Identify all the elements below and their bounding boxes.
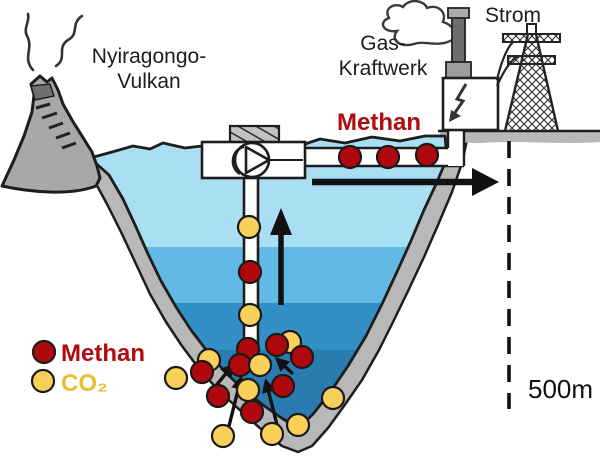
- pump-impeller-tail: [231, 145, 245, 176]
- methan-bubble: [270, 373, 296, 399]
- diagram-labels: Nyiragongo- Vulkan Gas- Kraftwerk Strom …: [92, 4, 541, 136]
- plant-label-line1: Gas-: [360, 32, 406, 55]
- gas-power-plant: [381, 0, 500, 132]
- legend-co2-dot: [30, 368, 56, 394]
- volcano-smoke-icon: [24, 12, 84, 72]
- plant-chimney-base: [445, 61, 472, 79]
- methan-bubble: [205, 383, 231, 409]
- power-wires: [495, 41, 519, 87]
- co2-bubble: [236, 214, 262, 240]
- methan-bubble: [414, 142, 440, 168]
- pylon-arm-lower: [507, 55, 556, 65]
- shore-ground: [440, 131, 600, 144]
- pylon-lattice: [505, 34, 558, 131]
- methan-flow-label: Methan: [337, 109, 421, 136]
- plant-chimney-cap: [447, 7, 470, 19]
- methan-bubble: [237, 259, 263, 285]
- flow-arrows: [212, 168, 499, 427]
- volcano-crater: [30, 83, 55, 101]
- strom-label: Strom: [485, 4, 541, 27]
- lightning-bolt-icon: [449, 83, 468, 122]
- gas-bubbles: [163, 142, 440, 449]
- pump-impeller-blade: [244, 145, 271, 175]
- methan-bubble: [189, 359, 215, 385]
- pump: [200, 124, 307, 180]
- power-pylon: [495, 23, 561, 132]
- plant-label-line2: Kraftwerk: [339, 57, 428, 80]
- volcano-hatch: [35, 102, 77, 150]
- plant-chimney: [451, 13, 466, 67]
- co2-bubble: [247, 352, 273, 378]
- depth-label: 500m: [528, 374, 593, 404]
- pump-mount: [228, 124, 281, 145]
- volcano-label-line1: Nyiragongo-: [92, 45, 206, 68]
- pylon-arm-upper: [502, 33, 561, 43]
- methan-bubble: [375, 144, 401, 170]
- depth-marker: 500m: [507, 141, 593, 409]
- plant-smoke-icon: [381, 0, 456, 47]
- co2-bubble: [163, 365, 189, 391]
- methan-bubble: [264, 332, 290, 358]
- co2-bubble: [237, 302, 263, 328]
- legend-methan-dot: [31, 339, 57, 365]
- outflow-arrowhead: [472, 168, 499, 196]
- legend-methan-label: Methan: [61, 340, 145, 367]
- co2-bubble: [320, 385, 346, 411]
- methan-bubble: [227, 352, 253, 378]
- co2-bubble: [259, 421, 285, 447]
- legend-co2-label: CO₂: [61, 370, 108, 397]
- upward-flow-arrowhead: [270, 208, 292, 235]
- methan-bubble: [289, 344, 315, 370]
- volcano-label-line2: Vulkan: [117, 70, 180, 93]
- co2-bubble: [235, 377, 261, 403]
- legend: Methan CO₂: [30, 339, 145, 397]
- co2-bubble: [285, 412, 311, 438]
- methan-bubble: [239, 399, 265, 425]
- plant-building: [441, 76, 500, 132]
- methan-bubble: [337, 144, 363, 170]
- co2-bubble: [210, 423, 236, 449]
- volcano: [0, 12, 102, 194]
